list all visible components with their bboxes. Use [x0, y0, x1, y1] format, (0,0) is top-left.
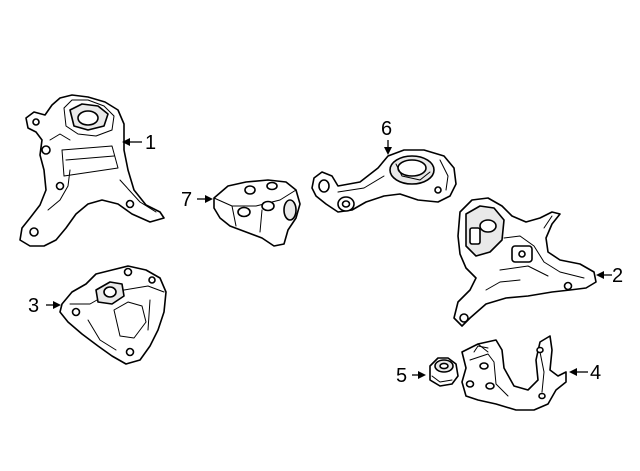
part-1-engine-mount-bracket[interactable] [19, 94, 165, 247]
callout-number: 5 [396, 365, 407, 387]
callout-number: 6 [381, 118, 392, 140]
callout-7: 7 [181, 189, 213, 211]
part-7-insulator-block[interactable] [213, 179, 301, 247]
part-4-support-bracket[interactable] [461, 335, 567, 411]
part-3-mount-bracket[interactable] [59, 265, 167, 365]
callout-number: 4 [590, 362, 601, 384]
callout-5: 5 [396, 365, 426, 387]
part-6-torque-rod[interactable] [311, 149, 457, 213]
callout-number: 2 [612, 265, 623, 287]
callout-3: 3 [28, 295, 61, 317]
callout-number: 3 [28, 295, 39, 317]
callout-number: 7 [181, 189, 192, 211]
callout-6: 6 [381, 118, 392, 155]
callout-1: 1 [122, 132, 156, 154]
callout-number: 1 [145, 132, 156, 154]
callout-2: 2 [596, 265, 623, 287]
part-2-transmission-mount-bracket[interactable] [453, 197, 597, 327]
callout-4: 4 [569, 362, 601, 384]
part-5-bushing[interactable] [429, 357, 459, 387]
